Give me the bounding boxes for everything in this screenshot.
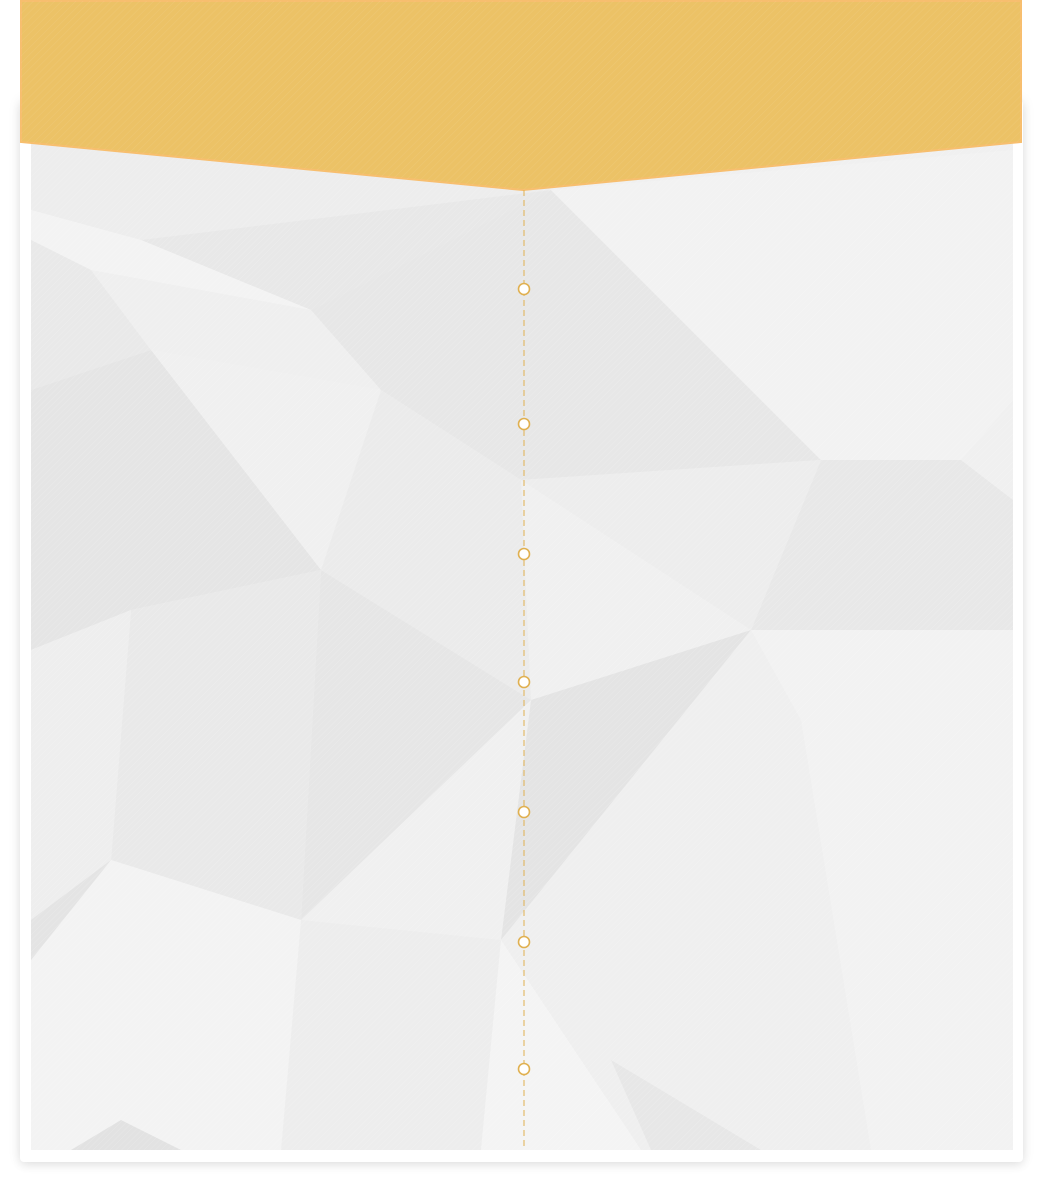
low-poly-pattern — [31, 120, 1013, 1150]
header-banner — [20, 0, 1022, 192]
polygon-background — [31, 120, 1013, 1150]
